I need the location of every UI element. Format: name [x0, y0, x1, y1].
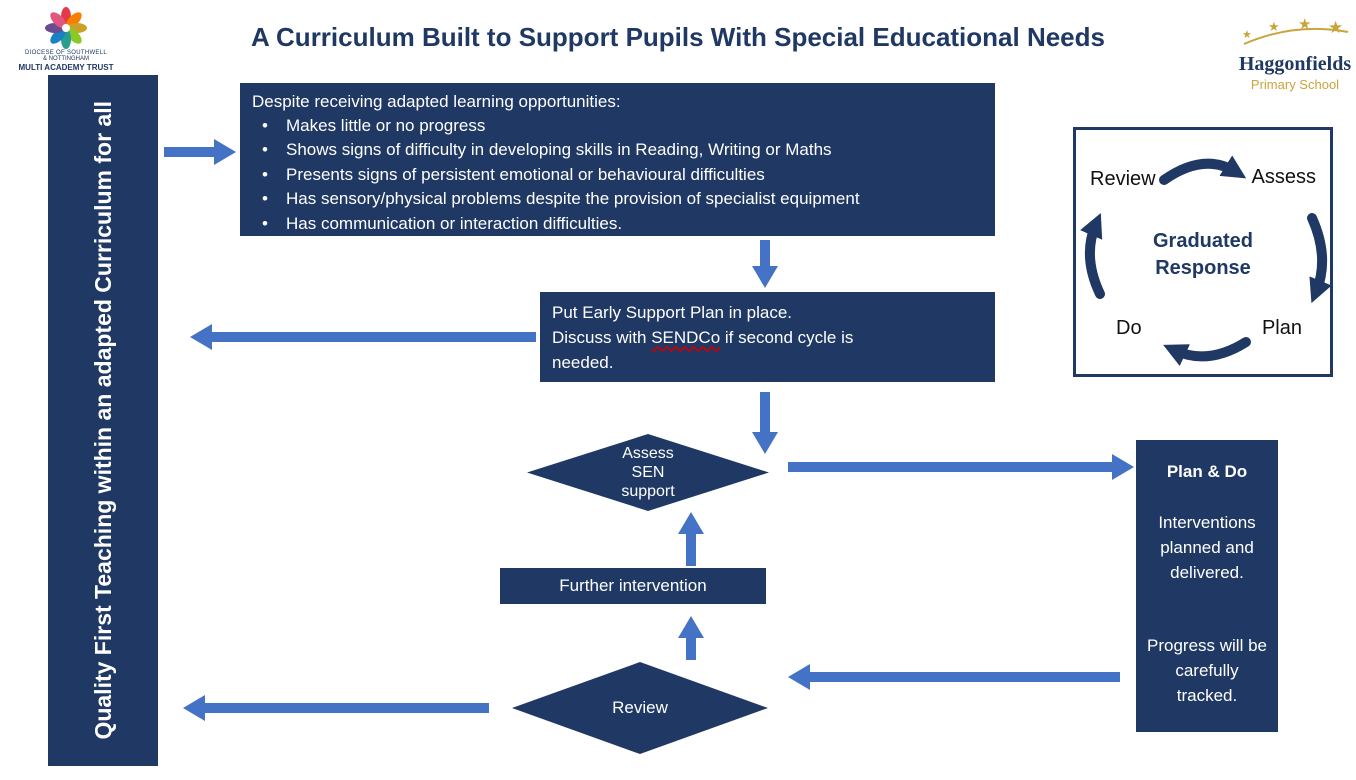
assess-line2: SEN: [631, 464, 665, 481]
cycle-do-label: Do: [1116, 317, 1142, 339]
arrow-shaft: [760, 392, 770, 432]
criteria-bullet: Has communication or interaction difficu…: [252, 212, 983, 237]
cycle-center-line2: Response: [1155, 257, 1251, 279]
svg-text:★: ★: [1328, 18, 1343, 37]
early-support-line2-post: if second cycle is: [720, 328, 854, 347]
svg-text:★: ★: [1298, 18, 1311, 33]
school-subtitle: Primary School: [1250, 77, 1340, 92]
page-title: A Curriculum Built to Support Pupils Wit…: [251, 22, 1105, 52]
assess-line3: support: [621, 483, 675, 500]
assess-line1: Assess: [622, 445, 674, 462]
arrow-sidebar-to-criteria: [164, 139, 236, 165]
plan-do-heading: Plan & Do: [1166, 462, 1248, 481]
school-name: Haggonfields: [1238, 53, 1352, 75]
trust-name-line3: MULTI ACADEMY TRUST: [18, 63, 114, 72]
further-intervention-label: Further intervention: [559, 576, 707, 595]
criteria-bullet-list: Makes little or no progress Shows signs …: [252, 114, 983, 236]
cycle-plan-label: Plan: [1261, 317, 1302, 339]
plan-do-box: Plan & Do Interventions planned and deli…: [1136, 440, 1278, 732]
svg-text:★: ★: [1242, 29, 1252, 41]
arrow-head: [1112, 454, 1134, 480]
trust-logo: DIOCESE OF SOUTHWELL & NOTTINGHAM MULTI …: [6, 6, 126, 72]
arrow-shaft: [810, 672, 1120, 682]
quality-first-teaching-bar: Quality First Teaching within an adapted…: [48, 75, 158, 766]
early-support-line2-pre: Discuss with: [552, 328, 652, 347]
arrow-head: [183, 695, 205, 721]
arrow-criteria-to-early-support: [752, 240, 778, 288]
early-support-line2: Discuss with SENDCo if second cycle is: [552, 325, 983, 350]
criteria-box: Despite receiving adapted learning oppor…: [240, 83, 995, 236]
arrow-further-to-assess: [678, 512, 704, 566]
sidebar-label: Quality First Teaching within an adapted…: [89, 101, 116, 740]
arrow-head: [752, 432, 778, 454]
arrow-assess-to-plan-do: [788, 454, 1134, 480]
arrow-shaft: [686, 534, 696, 566]
arrow-shaft: [760, 240, 770, 266]
svg-text:★: ★: [1268, 19, 1280, 34]
arrow-early-support-to-assess: [752, 392, 778, 454]
arrow-review-to-further: [678, 616, 704, 660]
criteria-bullet: Shows signs of difficulty in developing …: [252, 138, 983, 163]
trust-name-line2: & NOTTINGHAM: [43, 56, 89, 62]
early-support-line1: Put Early Support Plan in place.: [552, 303, 793, 322]
criteria-bullet: Presents signs of persistent emotional o…: [252, 163, 983, 188]
arrow-head: [214, 139, 236, 165]
cycle-assess-label: Assess: [1251, 166, 1316, 188]
early-support-box: Put Early Support Plan in place. Discuss…: [540, 292, 995, 382]
graduated-response-box: Review Assess Graduated Response Do Plan: [1073, 127, 1333, 377]
plan-do-para2: Progress will be carefully tracked.: [1147, 636, 1267, 705]
arrow-head: [678, 512, 704, 534]
sendco-text: SENDCo: [651, 328, 721, 347]
criteria-heading: Despite receiving adapted learning oppor…: [252, 92, 621, 111]
arrow-plan-do-to-review: [788, 664, 1120, 690]
further-intervention-box: Further intervention: [500, 568, 766, 604]
criteria-bullet: Makes little or no progress: [252, 114, 983, 139]
arrow-head: [752, 266, 778, 288]
arrow-head: [788, 664, 810, 690]
cycle-center-label: Graduated Response: [1076, 228, 1330, 282]
assess-diamond-label: Assess SEN support: [621, 444, 674, 501]
cycle-arrows-icon: [1080, 155, 1332, 366]
arrow-shaft: [212, 332, 536, 342]
arrow-shaft: [205, 703, 489, 713]
school-logo: ★ ★ ★ ★ Haggonfields Primary School: [1236, 16, 1354, 92]
arrow-head: [190, 324, 212, 350]
assess-sen-support-diamond: Assess SEN support: [527, 434, 769, 511]
arrow-shaft: [788, 462, 1112, 472]
cycle-center-line1: Graduated: [1152, 230, 1254, 252]
stars-swoosh-icon: ★ ★ ★ ★: [1242, 16, 1349, 45]
arrow-shaft: [686, 638, 696, 660]
trust-name-line1: DIOCESE OF SOUTHWELL: [24, 50, 107, 56]
cycle-review-label: Review: [1090, 168, 1156, 190]
criteria-bullet: Has sensory/physical problems despite th…: [252, 187, 983, 212]
plan-do-para1: Interventions planned and delivered.: [1158, 513, 1256, 582]
arrow-early-support-to-sidebar: [190, 324, 536, 350]
arrow-review-to-sidebar: [183, 695, 489, 721]
arrow-shaft: [164, 147, 214, 157]
arrow-head: [678, 616, 704, 638]
early-support-line3: needed.: [552, 353, 614, 372]
review-diamond-label: Review: [612, 698, 668, 717]
review-diamond: Review: [512, 662, 768, 754]
pinwheel-icon: [45, 7, 87, 49]
